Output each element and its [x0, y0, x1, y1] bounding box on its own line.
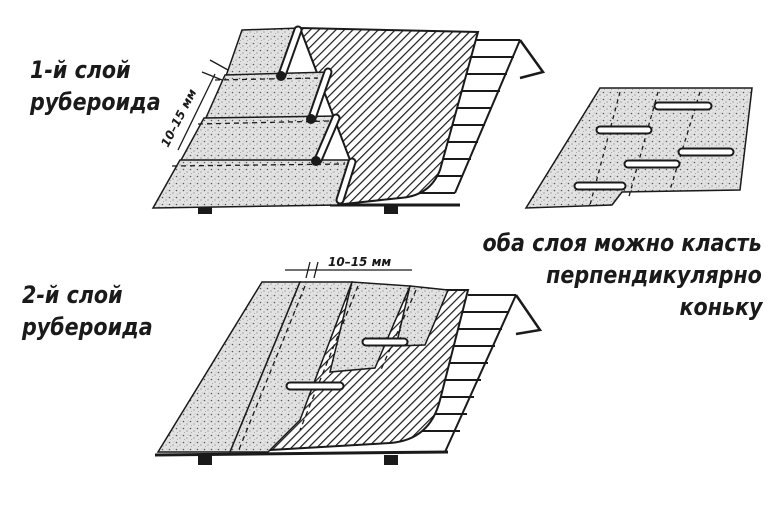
rafter-end	[384, 204, 398, 214]
felt-rolls-top	[276, 25, 357, 205]
note-line1: оба слоя можно класть	[482, 229, 762, 257]
perpendicular-example	[524, 87, 753, 209]
felt-strip	[228, 281, 354, 453]
layer1-title-line2: рубероида	[30, 88, 161, 116]
battens-bottom	[154, 294, 543, 457]
note-line3: коньку	[679, 293, 762, 321]
felt-strip	[151, 159, 354, 209]
hatched-underlayer	[298, 26, 480, 207]
dimension-text-bottom: 10–15 мм	[328, 255, 391, 269]
roof-layer-2: 10–15 мм	[154, 255, 543, 465]
note-line2: перпендикулярно	[546, 261, 762, 289]
layer2-title-line1: 2-й слой	[22, 281, 123, 309]
rafter-end	[384, 455, 398, 465]
dimension-marker-top	[177, 59, 229, 151]
rafter-end	[198, 204, 212, 214]
layer2-title-line2: рубероида	[22, 313, 153, 341]
layer1-title-line1: 1-й слой	[30, 56, 131, 84]
perpendicular-felt	[524, 87, 753, 209]
dimension-marker-bottom	[285, 261, 412, 279]
rafter-end	[198, 455, 212, 465]
roof-layer-1: 10–15 мм	[151, 25, 546, 214]
